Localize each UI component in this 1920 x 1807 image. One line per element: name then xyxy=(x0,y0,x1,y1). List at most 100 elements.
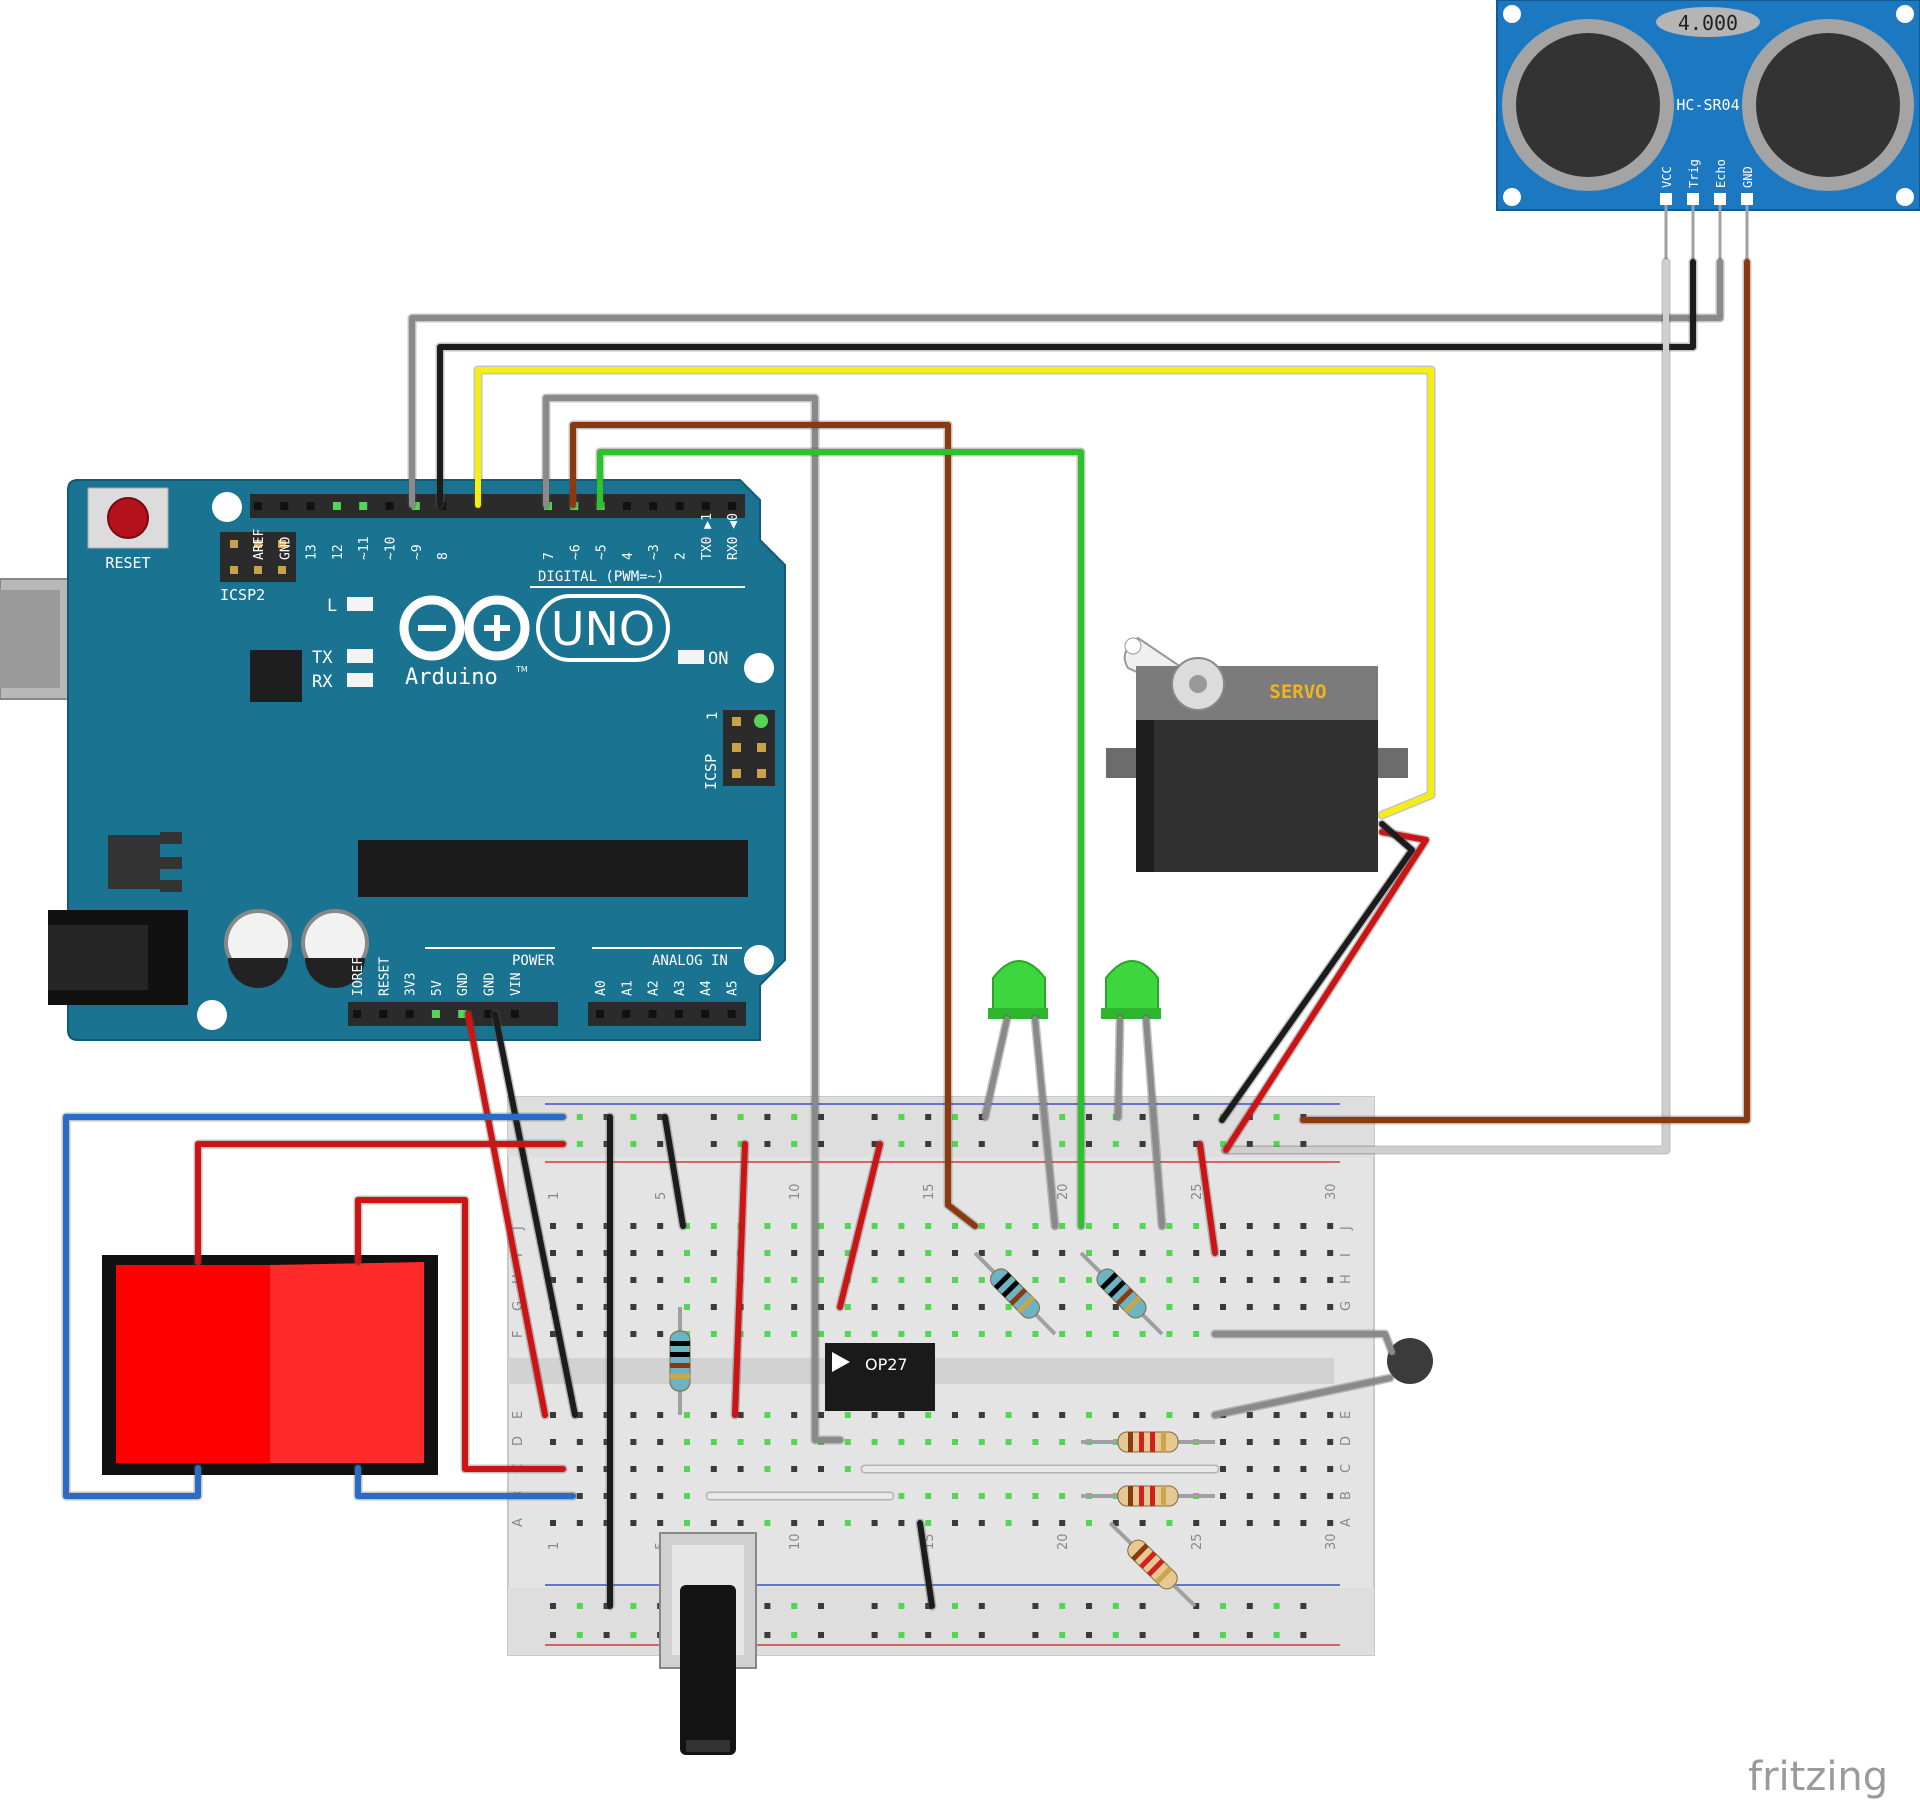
digital-pin[interactable] xyxy=(701,502,710,510)
breadboard-hole xyxy=(1246,1223,1253,1229)
breadboard-hole xyxy=(871,1412,878,1418)
breadboard-hole xyxy=(978,1493,985,1499)
breadboard-hole xyxy=(1220,1250,1226,1256)
analog-pin[interactable] xyxy=(648,1010,657,1018)
power-pin[interactable] xyxy=(405,1010,414,1018)
row-letter: E xyxy=(1339,1411,1354,1419)
digital-pin[interactable] xyxy=(728,502,737,510)
jumper-red-3 xyxy=(1197,1141,1218,1256)
rail-hole xyxy=(764,1603,771,1609)
led-l xyxy=(347,597,373,611)
power-pin[interactable] xyxy=(353,1010,361,1018)
sensor-pin[interactable] xyxy=(1660,193,1672,205)
power-pin[interactable] xyxy=(379,1010,388,1018)
rail-hole xyxy=(764,1632,771,1638)
column-number: 1 xyxy=(547,1542,562,1550)
servo-label: SERVO xyxy=(1269,681,1326,703)
digital-pin[interactable] xyxy=(385,502,394,510)
rail-hole xyxy=(1059,1603,1066,1609)
peltier-red-left xyxy=(195,1141,566,1265)
digital-pin[interactable] xyxy=(411,502,420,510)
breadboard-hole xyxy=(818,1466,824,1472)
sensor-gnd-wire xyxy=(1300,259,1750,1123)
breadboard-hole xyxy=(898,1493,905,1499)
breadboard-hole xyxy=(925,1331,932,1337)
breadboard-hole xyxy=(978,1331,985,1337)
breadboard-hole xyxy=(657,1520,664,1526)
rail-hole xyxy=(952,1114,958,1120)
breadboard-hole xyxy=(1246,1277,1253,1283)
breadboard-hole xyxy=(1273,1493,1280,1499)
breadboard-hole xyxy=(844,1520,851,1526)
breadboard-hole xyxy=(925,1493,932,1499)
sensor-vcc-wire xyxy=(1222,259,1669,1153)
breadboard-hole xyxy=(576,1493,583,1499)
column-number: 30 xyxy=(1324,1183,1339,1200)
analog-pin[interactable] xyxy=(727,1010,736,1018)
digital-pin[interactable] xyxy=(332,502,341,510)
breadboard-hole xyxy=(791,1412,798,1418)
digital-pin[interactable] xyxy=(254,502,262,510)
potentiometer[interactable] xyxy=(659,1532,757,1755)
analog-pin-label: A1 xyxy=(620,980,635,996)
power-pin[interactable] xyxy=(484,1010,493,1018)
rail-hole xyxy=(1300,1141,1307,1147)
l-label: L xyxy=(327,596,337,616)
breadboard-hole xyxy=(1220,1466,1226,1472)
rail-hole xyxy=(550,1603,556,1609)
jumper-red-1 xyxy=(732,1141,748,1418)
digital-pin[interactable] xyxy=(306,502,315,510)
breadboard-hole xyxy=(1327,1493,1334,1499)
digital-pin[interactable] xyxy=(280,502,289,510)
breadboard-hole xyxy=(791,1277,798,1283)
breadboard-hole xyxy=(871,1250,878,1256)
breadboard-hole xyxy=(1059,1250,1066,1256)
analog-pin[interactable] xyxy=(674,1010,683,1018)
digital-pin-label: ~5 xyxy=(595,544,610,560)
analog-pin[interactable] xyxy=(596,1010,604,1018)
breadboard-hole xyxy=(1246,1493,1253,1499)
breadboard-hole xyxy=(1220,1493,1226,1499)
breadboard-hole xyxy=(684,1439,690,1445)
breadboard-hole xyxy=(818,1331,824,1337)
rail-hole xyxy=(603,1141,610,1147)
rail-hole xyxy=(1112,1603,1119,1609)
digital-pin[interactable] xyxy=(649,502,658,510)
column-number: 25 xyxy=(1190,1183,1205,1200)
breadboard-hole xyxy=(1327,1223,1334,1229)
breadboard-hole xyxy=(925,1412,932,1418)
rail-hole xyxy=(1032,1114,1039,1120)
arduino-uno-board: RESET ICSP2 L TX RX ON UNO Arduino TM xyxy=(0,479,786,1041)
breadboard-hole xyxy=(1032,1439,1039,1445)
microcontroller-chip xyxy=(358,840,748,897)
breadboard-hole xyxy=(1327,1466,1334,1472)
rail-hole xyxy=(603,1603,610,1609)
rail-hole xyxy=(630,1141,637,1147)
led2-lead-a xyxy=(1115,1016,1123,1120)
power-pin[interactable] xyxy=(431,1010,440,1018)
digital-pin[interactable] xyxy=(359,502,368,510)
breadboard-hole xyxy=(710,1520,717,1526)
breadboard-hole xyxy=(1300,1223,1307,1229)
on-label: ON xyxy=(708,649,728,669)
sensor-pin[interactable] xyxy=(1714,193,1726,205)
breadboard-hole xyxy=(764,1331,771,1337)
sensor-pin[interactable] xyxy=(1687,193,1699,205)
sensor-pin-label: Trig xyxy=(1687,159,1701,188)
analog-pin[interactable] xyxy=(701,1010,710,1018)
breadboard-hole xyxy=(1327,1412,1334,1418)
digital-pin[interactable] xyxy=(622,502,631,510)
analog-pin[interactable] xyxy=(622,1010,631,1018)
rail-hole xyxy=(710,1114,717,1120)
breadboard-hole xyxy=(1139,1331,1146,1337)
breadboard-hole xyxy=(1273,1250,1280,1256)
digital-header xyxy=(250,494,745,518)
breadboard-hole xyxy=(978,1250,985,1256)
power-pin[interactable] xyxy=(458,1010,467,1018)
breadboard-hole xyxy=(1193,1223,1200,1229)
digital-pin[interactable] xyxy=(675,502,684,510)
power-pin[interactable] xyxy=(510,1010,519,1018)
breadboard-hole xyxy=(603,1277,610,1283)
rail-hole xyxy=(1086,1114,1092,1120)
sensor-pin[interactable] xyxy=(1741,193,1753,205)
